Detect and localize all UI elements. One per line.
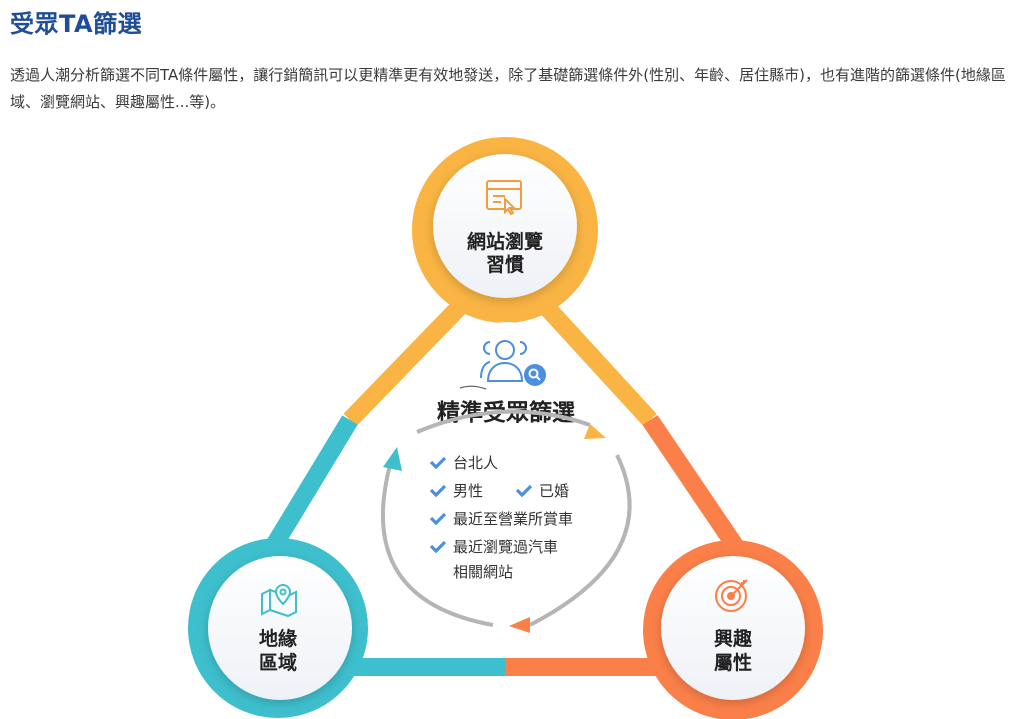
search-badge-lens [528,368,539,379]
cycle-arrows [380,409,632,627]
node-top-inner [433,154,577,298]
target-icon [715,579,748,612]
condition-item: 已婚 [539,482,569,500]
search-badge-handle [535,375,541,381]
cycle-arc-top [416,409,591,434]
node-left-inner [208,556,352,700]
condition-item: 最近至營業所賞車 [453,510,573,528]
condition-item-continued: 相關網站 [453,563,513,581]
node-right-label-2: 屬性 [714,651,752,674]
node-right-inner [661,556,805,700]
arrow-head-red [509,617,530,633]
center-panel: 精準受眾篩選 台北人 男性 已婚 最近至營業所賞車 最近瀏覽過汽車 相關網站 [380,322,632,633]
node-interest[interactable]: 興趣 屬性 [643,540,823,719]
cycle-arc-right [529,454,632,627]
map-pin-icon [261,583,297,618]
node-left-label-2: 區域 [259,651,297,674]
condition-item: 男性 [453,482,483,500]
node-geo-area[interactable]: 地緣 區域 [188,538,368,718]
condition-item: 台北人 [453,454,498,472]
check-icon [429,484,447,498]
arrow-head-orange [584,424,606,439]
search-badge-icon [524,364,546,386]
check-icon [429,456,447,470]
browser-window-icon [486,180,522,216]
center-swoosh [459,385,487,390]
check-icon [515,484,533,498]
page-description: 透過人潮分析篩選不同TA條件屬性，讓行銷簡訊可以更精準更有效地發送，除了基礎篩選… [10,66,1006,111]
check-icon [429,512,447,526]
condition-list: 台北人 男性 已婚 最近至營業所賞車 最近瀏覽過汽車 相關網站 [429,454,573,581]
node-top-label-2: 習慣 [486,253,524,276]
check-icon [429,540,447,554]
node-top-label-1: 網站瀏覽 [467,230,543,253]
node-website-browsing[interactable]: 網站瀏覽 習慣 [412,137,598,323]
condition-item: 最近瀏覽過汽車 [453,538,558,556]
users-search-icon [480,340,527,382]
page-title: 受眾TA篩選 [10,10,143,38]
node-left-label-1: 地緣 [259,627,297,650]
arrow-head-teal [383,447,402,471]
cycle-arc-left [380,464,494,627]
node-right-label-1: 興趣 [714,627,753,650]
center-bubble [459,322,555,418]
